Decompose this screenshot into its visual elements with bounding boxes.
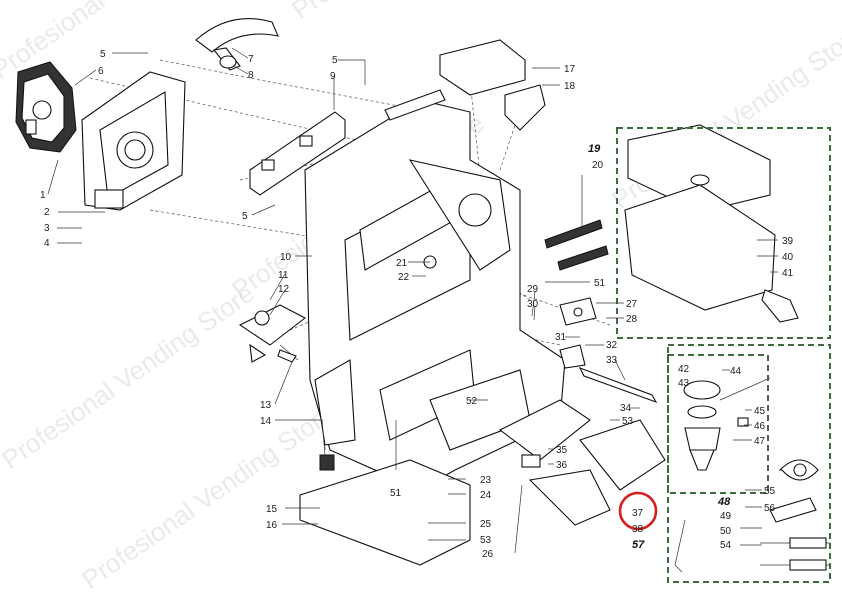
group-label-48: 48: [717, 496, 731, 508]
group-box-19: [616, 127, 831, 339]
callout-3: 3: [44, 223, 50, 234]
callout-49: 49: [720, 511, 732, 522]
callout-12: 12: [278, 284, 290, 295]
callout-47: 47: [754, 436, 766, 447]
callout-40: 40: [782, 252, 794, 263]
callout-22: 22: [398, 272, 410, 283]
callout-34: 34: [620, 403, 632, 414]
callout-26: 26: [482, 549, 494, 560]
callout-1: 1: [40, 190, 46, 201]
callout-54: 54: [720, 540, 732, 551]
drip-tray-parts: [498, 344, 666, 526]
callout-15: 15: [266, 504, 278, 515]
callout-18: 18: [564, 81, 576, 92]
callout-33: 33: [606, 355, 618, 366]
callout-31: 31: [555, 332, 567, 343]
callout-24: 24: [480, 490, 492, 501]
mounting-bracket: [249, 111, 346, 196]
valve-assembly: [238, 304, 307, 363]
callout-51: 51: [594, 278, 606, 289]
motor-housing: [81, 71, 186, 211]
callout-23: 23: [480, 475, 492, 486]
callout-53: 53: [622, 416, 634, 427]
callout-30: 30: [527, 299, 539, 310]
callout-8: 8: [248, 70, 254, 81]
callout-35: 35: [556, 445, 568, 456]
callout-4: 4: [44, 238, 50, 249]
callout-labels: 1 2 3 4 5 6 7 8 5 9 5 10 11 12 13 14 15 …: [40, 49, 794, 560]
base-plate: [299, 454, 471, 566]
callout-2: 2: [44, 207, 50, 218]
callout-36: 36: [556, 460, 568, 471]
callout-46: 46: [754, 421, 766, 432]
pump-motor: [15, 61, 77, 153]
group-box-57: [667, 344, 831, 583]
callout-17: 17: [564, 64, 576, 75]
leader-lines: [47, 47, 778, 554]
callout-5: 5: [242, 211, 248, 222]
callout-55: 55: [764, 486, 776, 497]
callout-5: 5: [332, 55, 338, 66]
callout-5: 5: [100, 49, 106, 60]
accessory-parts: [674, 459, 830, 573]
highlight-ring: [618, 491, 658, 531]
callout-20: 20: [592, 160, 604, 171]
callout-13: 13: [260, 400, 272, 411]
callout-6: 6: [98, 66, 104, 77]
watermark: Profesional Vending Store: [286, 0, 549, 25]
callout-9: 9: [330, 71, 336, 82]
callout-37: 37: [632, 508, 644, 519]
callout-32: 32: [606, 340, 618, 351]
callout-42: 42: [678, 364, 690, 375]
valve-group-parts: [683, 377, 771, 471]
callout-53: 53: [480, 535, 492, 546]
callout-41: 41: [782, 268, 794, 279]
gasket-strips: [544, 219, 609, 271]
callout-10: 10: [280, 252, 292, 263]
callout-25: 25: [480, 519, 492, 530]
group-box-48: [667, 354, 769, 494]
callout-44: 44: [730, 366, 742, 377]
callout-43: 43: [678, 378, 690, 389]
callout-52: 52: [466, 396, 478, 407]
socket-connector: [559, 297, 597, 326]
callout-21: 21: [396, 258, 408, 269]
callout-14: 14: [260, 416, 272, 427]
callout-51: 51: [390, 488, 402, 499]
watermark: Profesional Vending Store: [0, 278, 260, 475]
group-label-19: 19: [588, 143, 601, 155]
callout-16: 16: [266, 520, 278, 531]
callout-56: 56: [764, 503, 776, 514]
callout-39: 39: [782, 236, 794, 247]
main-frame: [304, 89, 566, 491]
water-tank: [624, 124, 799, 323]
top-cover: [439, 39, 546, 131]
callout-7: 7: [248, 54, 254, 65]
callout-27: 27: [626, 299, 638, 310]
callout-28: 28: [626, 314, 638, 325]
callout-45: 45: [754, 406, 766, 417]
hose: [195, 18, 279, 71]
group-label-57: 57: [632, 539, 645, 551]
callout-29: 29: [527, 284, 539, 295]
callout-11: 11: [278, 270, 289, 281]
callout-50: 50: [720, 526, 732, 537]
callout-38: 38: [632, 524, 644, 535]
